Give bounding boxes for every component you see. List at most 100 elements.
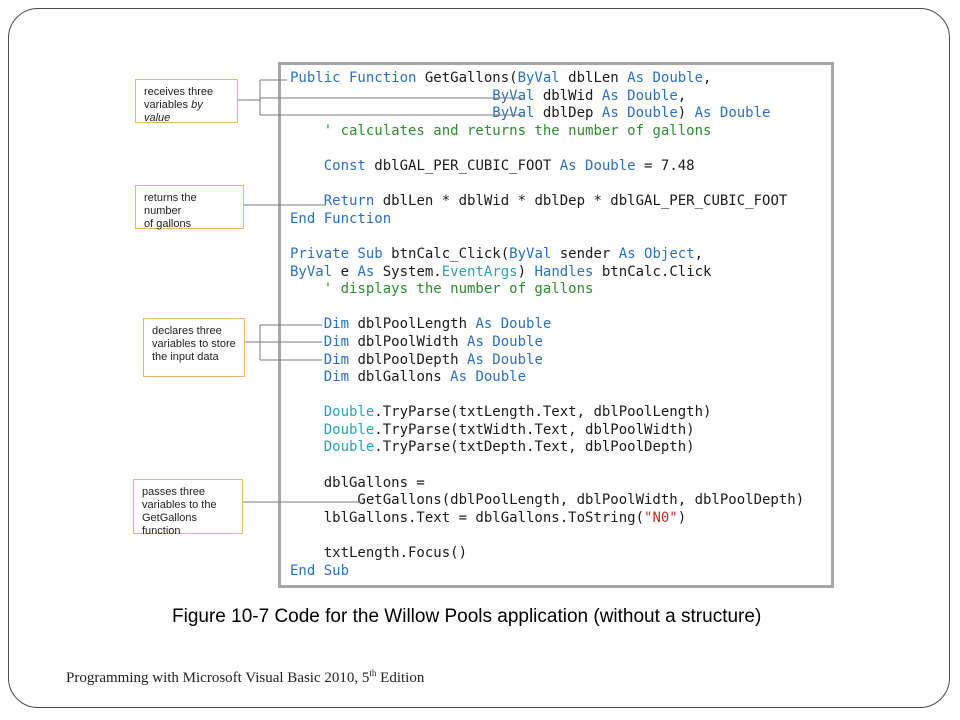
callout-declares-line3: the input data [152, 351, 219, 363]
code-token: ByVal [517, 70, 569, 86]
code-line: Dim dblPoolDepth As Double [290, 352, 804, 370]
footer-text: Programming with Microsoft Visual Basic … [66, 670, 370, 686]
callout-passes-line2: variables to the [142, 499, 217, 511]
code-token: , [703, 70, 712, 86]
callout-passes-line3: GetGallons function [142, 512, 198, 537]
callout-declares: declares three variables to store the in… [143, 318, 245, 377]
code-token: dblGallons = [323, 474, 425, 491]
code-line: ByVal dblDep As Double) As Double [290, 105, 804, 123]
code-token: dblDep [542, 105, 602, 122]
code-token: GetGallons( [424, 70, 518, 86]
code-line: Dim dblGallons As Double [290, 369, 804, 387]
code-line: ' displays the number of gallons [290, 281, 804, 299]
code-token: .TryParse(txtLength.Text, dblPoolLength) [374, 404, 712, 421]
code-token: As Double [559, 157, 645, 174]
code-token: .TryParse(txtWidth.Text, dblPoolWidth) [374, 421, 695, 438]
code-token: Double [323, 439, 375, 456]
code-token: Return [323, 193, 383, 210]
code-token: As Object [618, 245, 695, 262]
callout-receives-line2-plain: variables [144, 99, 192, 111]
code-token: dblLen * dblWid * dblDep * dblGAL_PER_CU… [382, 193, 788, 210]
callout-receives-line2-em: by value [144, 99, 203, 124]
code-token: dblGAL_PER_CUBIC_FOOT [374, 157, 560, 174]
code-token: txtLength.Focus() [323, 545, 468, 562]
code-token: ) [677, 509, 687, 526]
code-token: btnCalc_Click( [391, 245, 510, 262]
callout-returns-line2: of gallons [144, 218, 192, 230]
code-token: ByVal [290, 263, 341, 280]
code-token: ByVal [492, 87, 543, 104]
callout-passes-line1: passes three [142, 486, 205, 498]
callout-returns: returns the number of gallons [135, 185, 244, 230]
code-token: dblPoolLength [357, 316, 476, 333]
code-token: As Double [601, 105, 678, 122]
callout-declares-line2: variables to store [152, 338, 236, 350]
code-token: e [340, 263, 358, 280]
code-token: Public Function [290, 70, 425, 86]
code-line: Return dblLen * dblWid * dblDep * dblGAL… [290, 193, 804, 211]
code-token: GetGallons(dblPoolLength, dblPoolWidth, … [290, 492, 805, 509]
code-line: ByVal dblWid As Double, [290, 88, 804, 106]
code-token: Dim [323, 316, 358, 333]
code-token: btnCalc.Click [601, 263, 712, 280]
code-token: As Double [467, 333, 543, 350]
callout-declares-line1: declares three [152, 325, 222, 337]
code-token: , [694, 245, 704, 262]
code-token: sender [559, 245, 619, 262]
code-token: As Double [627, 70, 704, 86]
code-line: Dim dblPoolLength As Double [290, 316, 804, 334]
code-token: "N0" [644, 509, 678, 526]
code-token: Double [323, 404, 375, 421]
code-token: End Sub [290, 562, 350, 579]
code-token: Private Sub [290, 245, 392, 262]
footer-book-title: Programming with Microsoft Visual Basic … [66, 668, 425, 687]
code-token: As [357, 263, 383, 280]
code-token: As Double [467, 351, 543, 368]
code-token: ' calculates and returns the number of g… [323, 122, 712, 139]
leader-declares [245, 324, 322, 361]
code-line: End Sub [290, 563, 804, 581]
callout-returns-line1: returns the number [144, 192, 197, 217]
code-line: ByVal e As System.EventArgs) Handles btn… [290, 264, 804, 282]
code-token: , [677, 87, 687, 104]
code-line: txtLength.Focus() [290, 545, 804, 563]
code-token: Dim [323, 369, 358, 386]
leader-receives [238, 79, 522, 116]
code-token: ByVal [492, 105, 543, 122]
code-token: ) [517, 263, 535, 280]
footer-after: Edition [376, 670, 425, 686]
code-line: Double.TryParse(txtWidth.Text, dblPoolWi… [290, 422, 804, 440]
code-token: Handles [534, 263, 602, 280]
code-token: As Double [694, 105, 771, 122]
figure-caption: Figure 10-7 Code for the Willow Pools ap… [172, 606, 762, 627]
code-line: dblGallons = [290, 475, 804, 493]
code-line: GetGallons(dblPoolLength, dblPoolWidth, … [290, 492, 804, 510]
code-line: ' calculates and returns the number of g… [290, 123, 804, 141]
code-line: lblGallons.Text = dblGallons.ToString("N… [290, 510, 804, 528]
code-line: Const dblGAL_PER_CUBIC_FOOT As Double = … [290, 158, 804, 176]
code-token: Double [323, 421, 375, 438]
code-token: Const [323, 157, 375, 174]
code-line: Double.TryParse(txtLength.Text, dblPoolL… [290, 404, 804, 422]
code-token: dblGallons [357, 369, 451, 386]
code-token: EventArgs [441, 263, 518, 280]
code-token: dblPoolWidth [357, 333, 468, 350]
code-listing: Public Function GetGallons(ByVal dblLen … [290, 70, 804, 580]
slide-frame [8, 8, 950, 708]
code-token: ) [677, 105, 695, 122]
code-token: Dim [323, 351, 358, 368]
code-token: As Double [450, 369, 527, 386]
code-token: = 7.48 [644, 157, 695, 174]
code-token: System. [382, 263, 442, 280]
code-panel [278, 62, 834, 588]
footer-sup: th [369, 668, 377, 678]
code-line: End Function [290, 211, 804, 229]
code-line: Public Function GetGallons(ByVal dblLen … [290, 70, 804, 88]
code-token: .TryParse(txtDepth.Text, dblPoolDepth) [374, 439, 695, 456]
callout-receives-line1: receives three [144, 86, 214, 98]
code-token: As Double [601, 87, 678, 104]
code-token: As Double [475, 316, 552, 333]
callout-receives: receives three variables by value [135, 79, 238, 124]
code-line: Dim dblPoolWidth As Double [290, 334, 804, 352]
